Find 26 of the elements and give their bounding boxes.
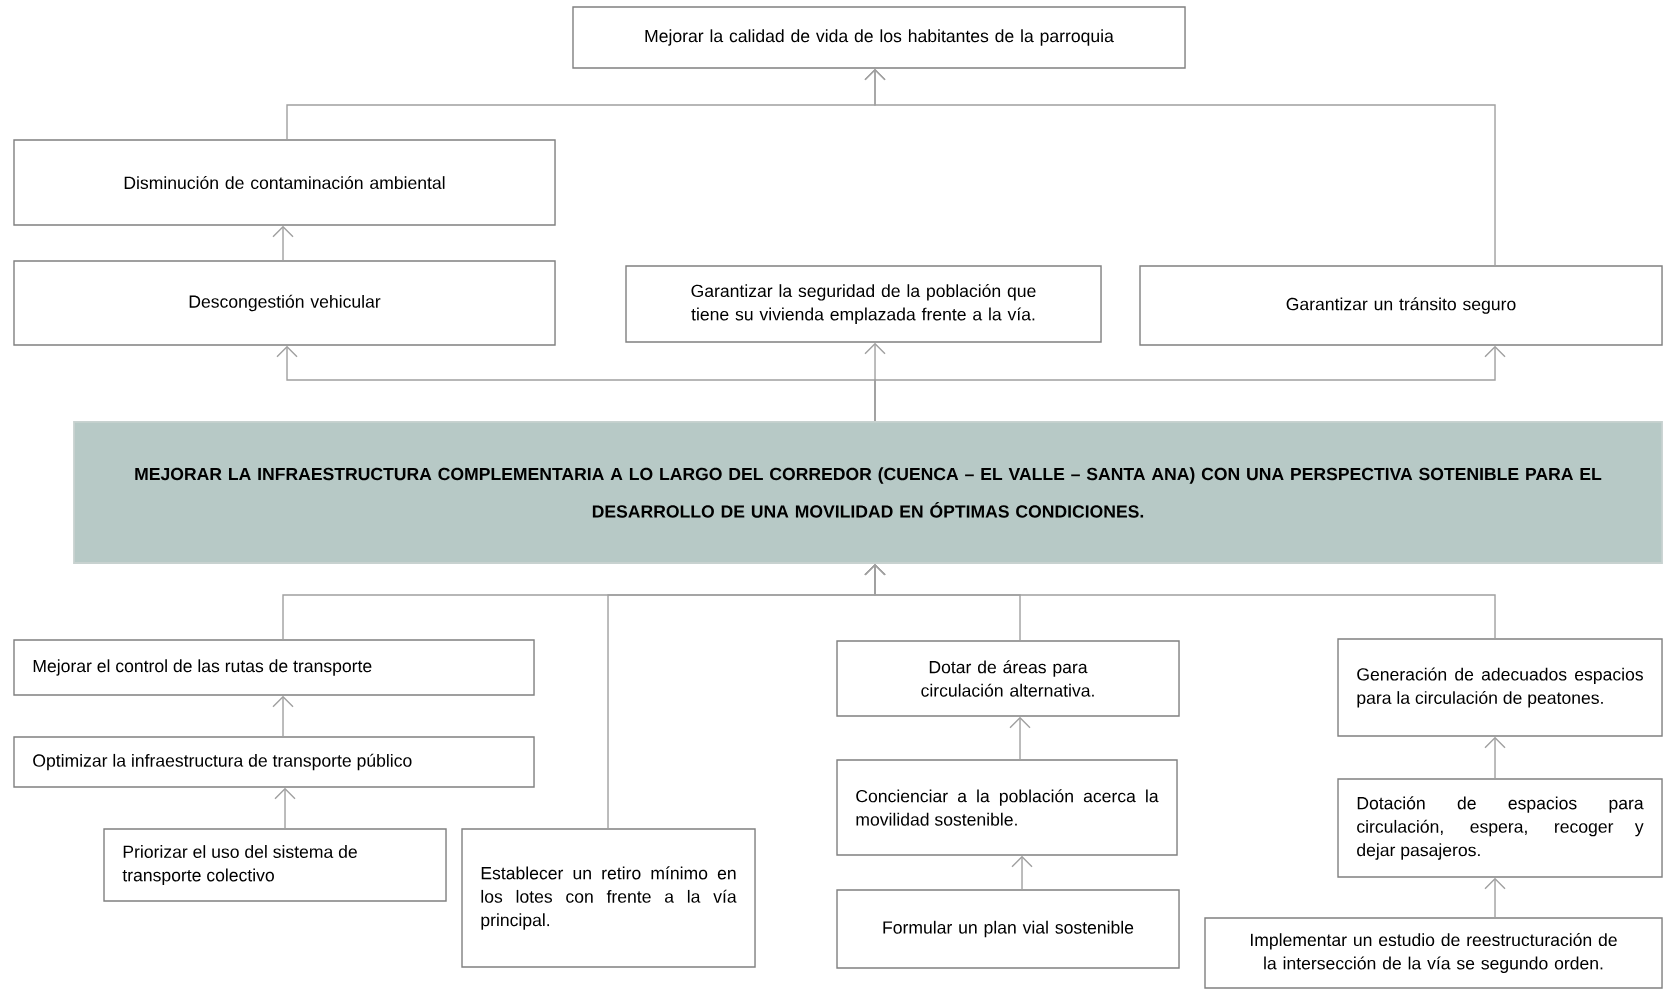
objective-box: Garantizar un tránsito seguro	[1139, 265, 1663, 346]
goal-banner: MEJORAR LA INFRAESTRUCTURA COMPLEMENTARIA A LO LARGO DEL CORREDOR (CUENCA – EL VALLE – SANTA ANA) CON UNA PERSPECTIVA SOTENIBLE PARA EL DESARROLLO DE UNA MOVILIDAD EN ÓPTIMAS CONDICIONES.	[73, 421, 1663, 564]
objective-box: Dotar de áreas para circulación alternativa.	[836, 640, 1180, 717]
objective-box: Formular un plan vial sostenible	[836, 889, 1180, 969]
objective-box: Descongestión vehicular	[13, 260, 556, 346]
arrow	[272, 225, 294, 261]
objective-box: Establecer un retiro mínimo en los lotes con frente a la vía principal.	[461, 828, 756, 968]
arrow	[1484, 877, 1506, 918]
arrow	[874, 345, 1506, 422]
objective-box: Disminución de contaminación ambiental	[13, 139, 556, 226]
arrow	[1009, 716, 1031, 760]
arrow	[864, 563, 1496, 639]
objective-box: Generación de adecuados espacios para la circulación de peatones.	[1337, 638, 1663, 737]
arrow	[1484, 736, 1506, 779]
arrow	[864, 68, 1496, 266]
objective-box: Mejorar el control de las rutas de transporte	[13, 639, 535, 696]
objective-box: Garantizar la seguridad de la población que tiene su vivienda emplazada frente a la vía.	[625, 265, 1102, 343]
objective-box: Dotación de espacios para circulación, espera, recoger y dejar pasajeros.	[1337, 778, 1663, 878]
arrow	[272, 695, 294, 737]
objective-box: Implementar un estudio de reestructuración de la intersección de la vía se segundo orden.	[1204, 917, 1663, 989]
objective-box: Optimizar la infraestructura de transporte público	[13, 736, 535, 788]
objective-box: Mejorar la calidad de vida de los habitantes de la parroquia	[572, 6, 1186, 69]
arrow	[1011, 855, 1033, 890]
objective-box: Concienciar a la población acerca la movilidad sostenible.	[836, 759, 1178, 856]
objective-box: Priorizar el uso del sistema de transporte colectivo	[103, 828, 447, 902]
arrow	[274, 787, 296, 829]
